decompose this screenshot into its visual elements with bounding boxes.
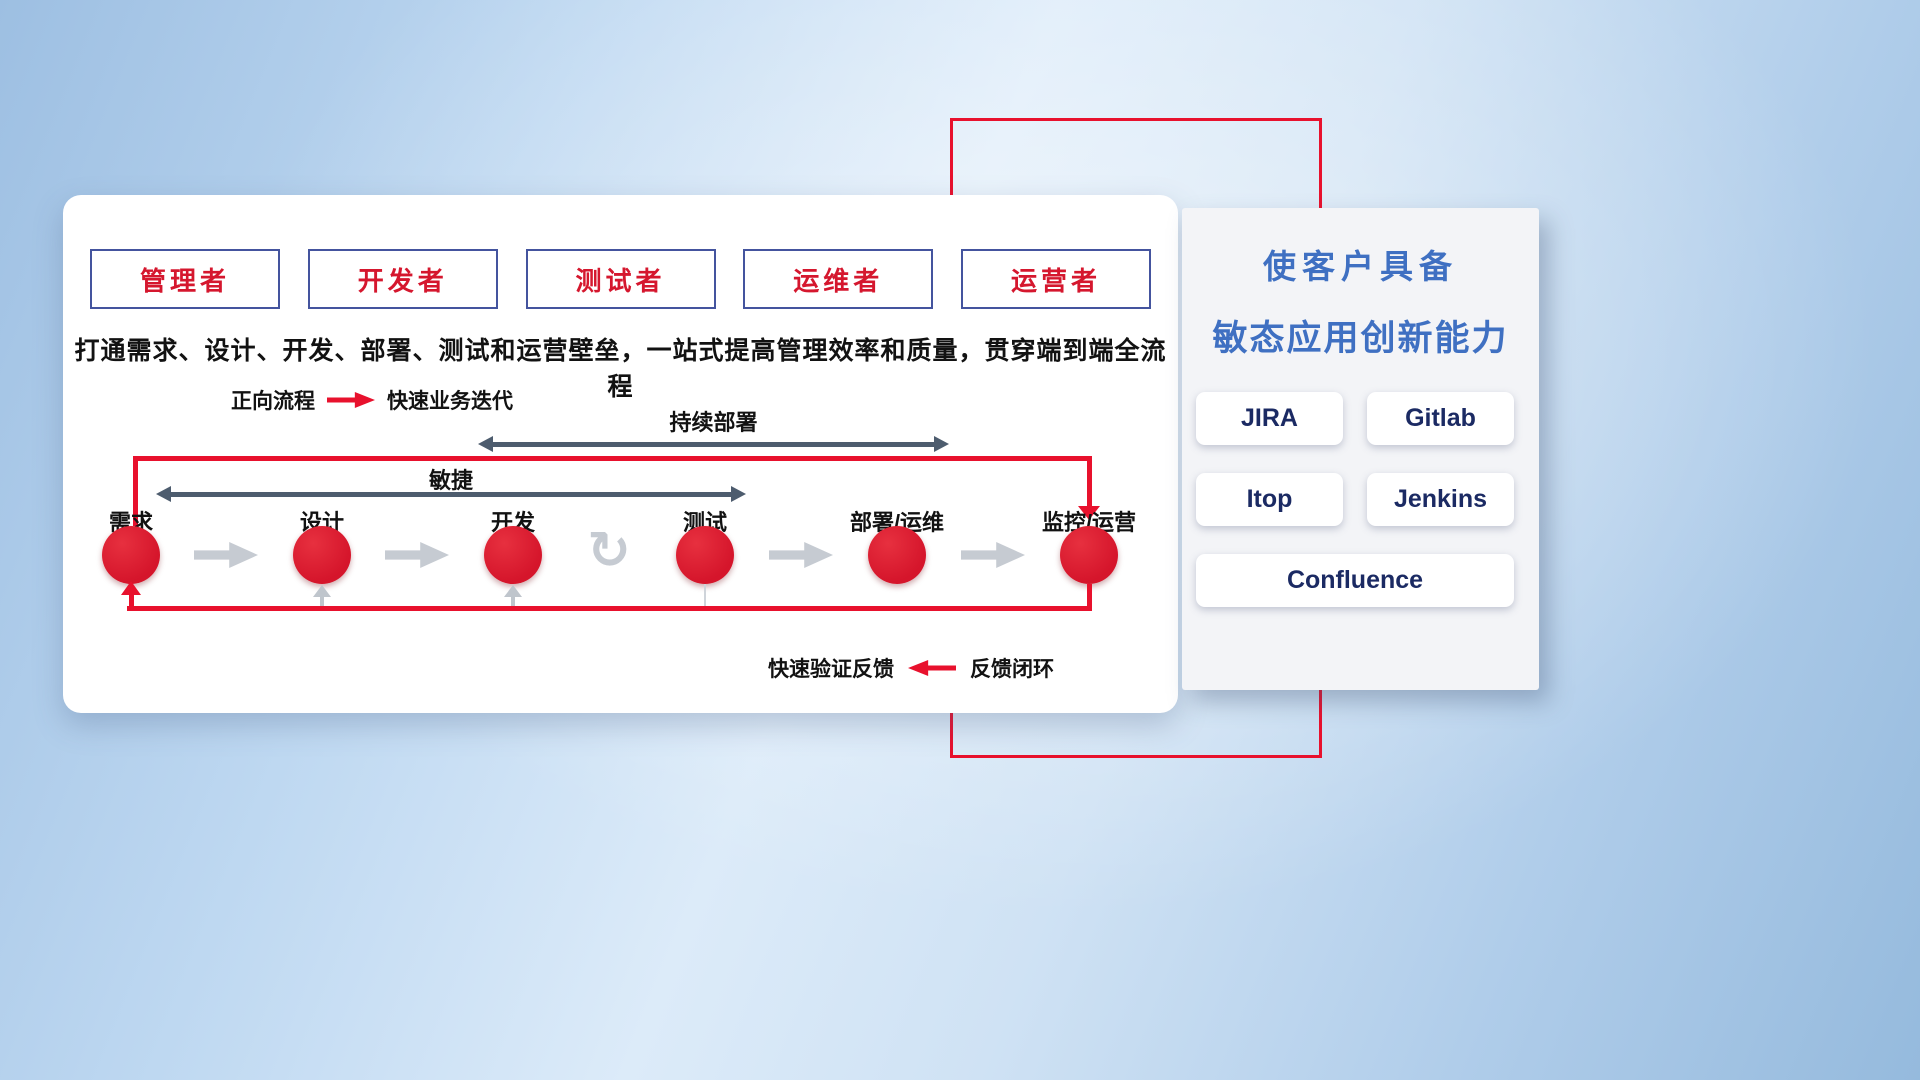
stage-node-requirements [102,526,160,584]
role-label: 测试者 [575,265,666,296]
role-label: 管理者 [139,265,230,296]
forward-arrow-icon [327,392,375,408]
role-box-ops: 运维者 [743,249,934,309]
legend-feedback: 快速验证反馈 反馈闭环 [768,653,1054,683]
flow-arrow-icon [385,542,449,568]
feedback-tick [320,597,324,606]
agile-label: 敏捷 [428,468,473,493]
loop-segment-top [133,456,1092,461]
roles-row: 管理者 开发者 测试者 运维者 运营者 [90,249,1151,309]
role-box-tester: 测试者 [525,249,716,309]
legend-forward-label: 正向流程 [231,390,315,413]
side-panel-title-line1: 使客户具备 [1263,248,1458,285]
feedback-arrowhead-icon [313,585,331,597]
flow-arrow-icon [961,542,1025,568]
legend-forward: 正向流程 快速业务迭代 [231,385,513,415]
role-box-manager: 管理者 [90,249,280,309]
tool-chip-jira: JIRA [1196,392,1343,445]
continuous-deployment-label: 持续部署 [669,410,758,435]
feedback-arrow-icon [908,660,956,676]
loop-segment-left-top [133,456,138,526]
stage-node-design [293,526,351,584]
stage-node-deploy-ops [868,526,926,584]
feedback-tick [511,597,515,606]
iteration-loop-icon: ↻ [587,522,631,580]
tool-chip-gitlab: Gitlab [1367,392,1514,445]
stage-node-development [484,526,542,584]
role-label: 开发者 [357,265,448,296]
tool-chip-jenkins: Jenkins [1367,473,1514,526]
continuous-deployment-arrow [478,436,949,452]
flow-arrow-icon [769,542,833,568]
capability-side-panel: 使客户具备 敏态应用创新能力 JIRA Gitlab Itop Jenkins … [1182,208,1539,690]
legend-forward-desc: 快速业务迭代 [387,390,513,413]
agile-arrow [156,486,746,502]
role-box-developer: 开发者 [307,249,498,309]
stage-node-testing [676,526,734,584]
feedback-arrowhead-icon [504,585,522,597]
tool-chip-confluence: Confluence [1196,554,1514,607]
flow-arrow-icon [194,542,258,568]
loop-segment-right-down [1087,458,1092,508]
loop-segment-left-bottom [129,594,134,606]
side-panel-title-line2: 敏态应用创新能力 [1212,319,1509,358]
devops-flow-panel: 管理者 开发者 测试者 运维者 运营者 打通需求、设计、开发、部署、测试和运营壁… [63,195,1178,713]
loop-arrowhead-up-icon [121,581,141,595]
feedback-tick-thin [704,584,706,606]
role-label: 运营者 [1010,265,1101,296]
loop-arrowhead-down-icon [1078,506,1100,520]
role-box-operator: 运营者 [961,249,1151,309]
stage-node-monitor-operate [1060,526,1118,584]
tool-chip-itop: Itop [1196,473,1343,526]
loop-segment-right-bottom [1087,584,1092,606]
loop-segment-bottom [127,606,1092,611]
legend-feedback-desc: 反馈闭环 [970,658,1054,681]
role-label: 运维者 [793,265,884,296]
legend-feedback-label: 快速验证反馈 [768,658,894,681]
panel-subtitle: 打通需求、设计、开发、部署、测试和运营壁垒，一站式提高管理效率和质量，贯穿端到端… [74,337,1167,401]
